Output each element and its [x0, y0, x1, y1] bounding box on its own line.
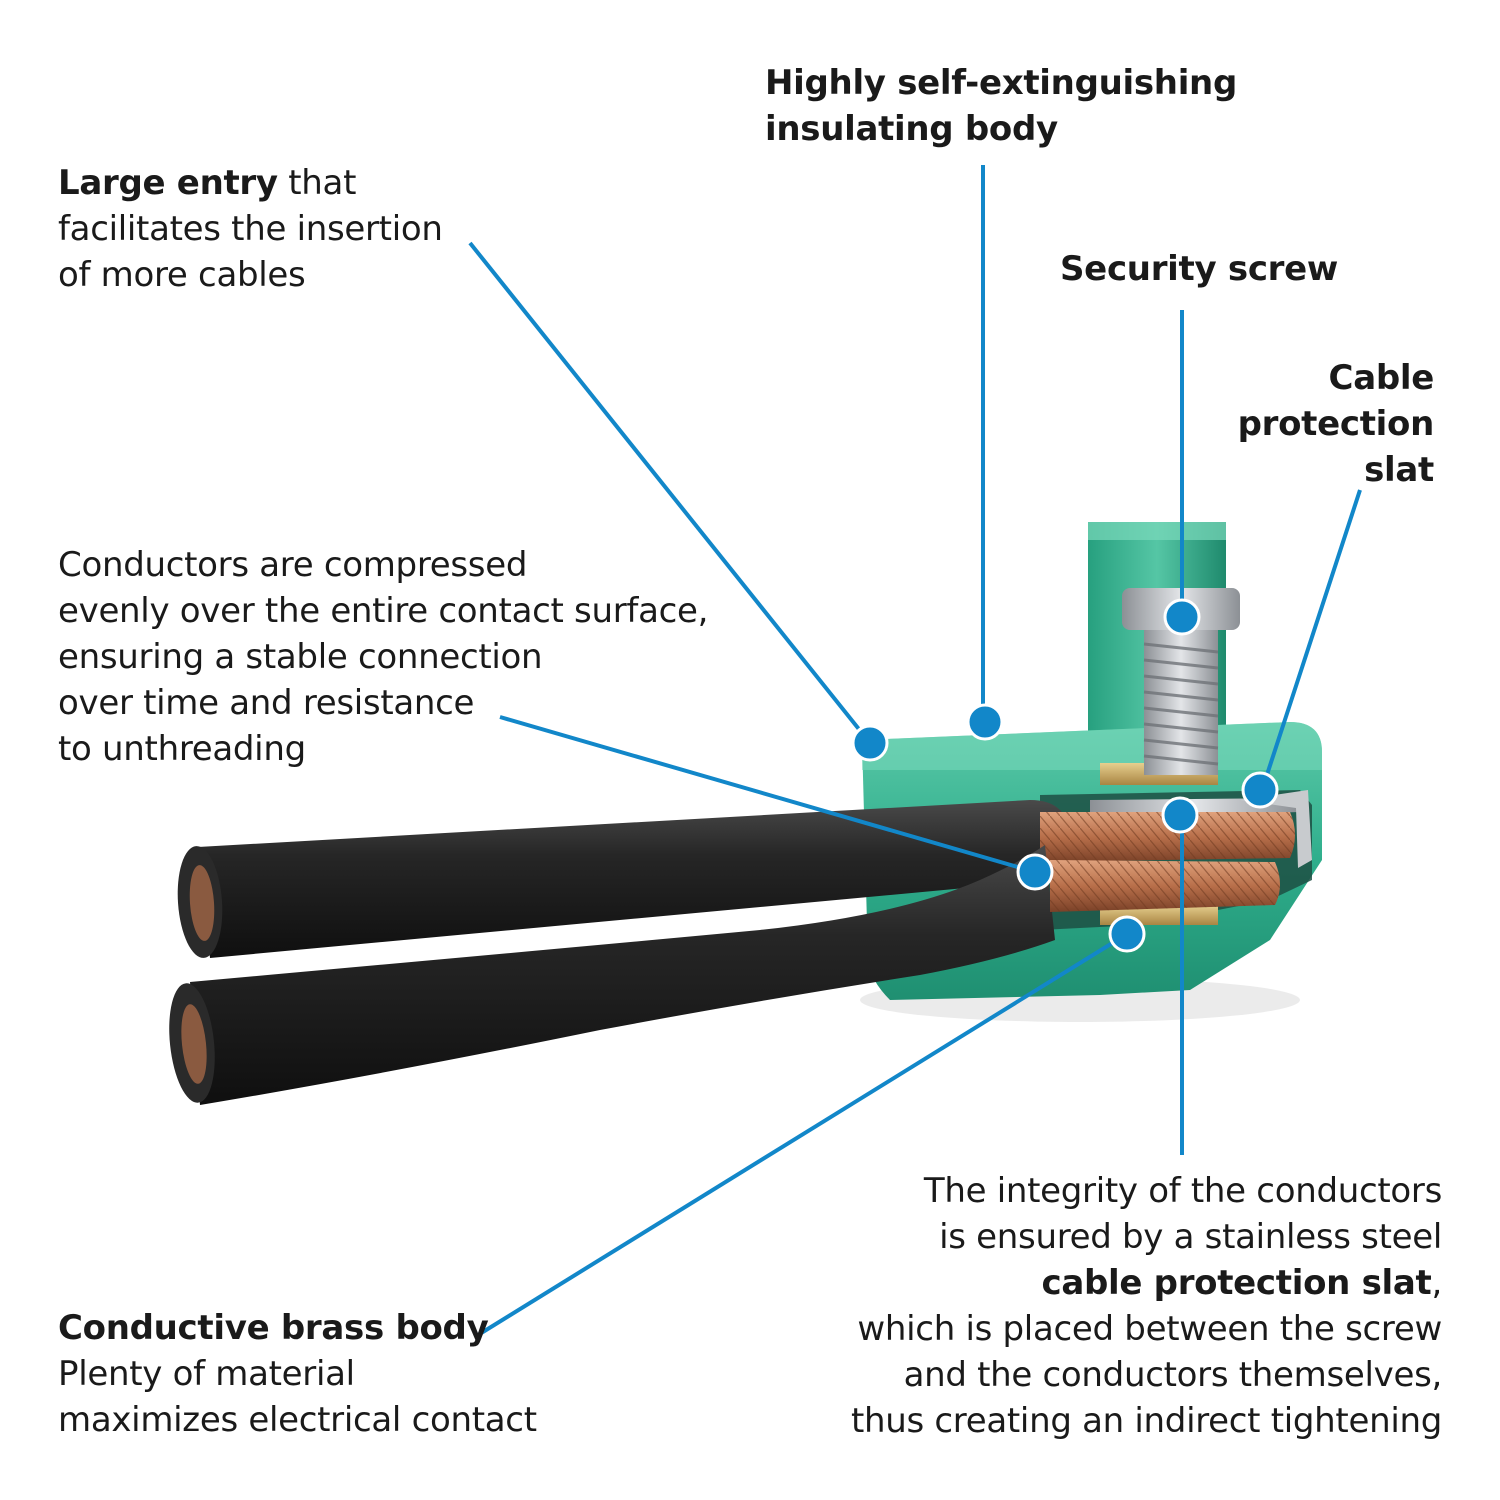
integrity-line5: and the conductors themselves,: [903, 1355, 1443, 1395]
integrity-bold: cable protection slat: [1041, 1263, 1432, 1303]
label-insulating-body: Highly self-extinguishing insulating bod…: [765, 60, 1237, 152]
compressed-line2: evenly over the entire contact surface,: [58, 591, 709, 631]
large-entry-rest: that: [277, 163, 357, 203]
integrity-comma: ,: [1431, 1263, 1442, 1303]
brass-body-title: Conductive brass body: [58, 1308, 489, 1348]
lower-cable: [169, 845, 1280, 1105]
integrity-line1: The integrity of the conductors: [923, 1171, 1442, 1211]
protection-slat-line3: slat: [1364, 450, 1434, 490]
callout-line-protection-slat: [1260, 489, 1362, 791]
brass-body-line3: maximizes electrical contact: [58, 1400, 537, 1440]
callout-marker-security-screw: [1163, 598, 1201, 636]
upper-cable: [177, 800, 1295, 958]
callout-marker-protection-slat: [1241, 771, 1279, 809]
insulating-body-line2: insulating body: [765, 109, 1058, 149]
callout-lines: [468, 165, 1362, 1337]
protection-slat-line1: Cable: [1328, 358, 1435, 398]
label-protection-slat: Cable protection slat: [1237, 355, 1435, 493]
integrity-line4: which is placed between the screw: [857, 1309, 1442, 1349]
compressed-line1: Conductors are compressed: [58, 545, 528, 585]
compressed-line4: over time and resistance: [58, 683, 475, 723]
integrity-line6: thus creating an indirect tightening: [850, 1401, 1442, 1441]
label-brass-body: Conductive brass body Plenty of material…: [58, 1305, 537, 1443]
insulating-body-line1: Highly self-extinguishing: [765, 63, 1238, 103]
large-entry-line2: facilitates the insertion: [58, 209, 443, 249]
security-screw: [1122, 588, 1240, 775]
callout-line-brass-body: [476, 932, 1129, 1337]
protection-slat-bend: [1240, 790, 1312, 868]
callout-marker-compressed: [1016, 853, 1054, 891]
callout-marker-integrity: [1161, 796, 1199, 834]
security-screw-title: Security screw: [1060, 249, 1339, 289]
callout-marker-insulating-body: [966, 703, 1004, 741]
label-compressed: Conductors are compressed evenly over th…: [58, 542, 708, 772]
integrity-line2: is ensured by a stainless steel: [939, 1217, 1442, 1257]
protection-slat-line2: protection: [1237, 404, 1435, 444]
label-integrity: The integrity of the conductors is ensur…: [851, 1168, 1442, 1444]
label-large-entry: Large entry that facilitates the inserti…: [58, 160, 443, 298]
large-entry-bold: Large entry: [58, 163, 278, 203]
callout-marker-brass-body: [1108, 915, 1146, 953]
callout-line-compressed: [499, 715, 1036, 874]
brass-body-line2: Plenty of material: [58, 1354, 355, 1394]
callout-line-large-entry: [468, 241, 872, 745]
large-entry-line3: of more cables: [58, 255, 306, 295]
compressed-line5: to unthreading: [58, 729, 306, 769]
compressed-line3: ensuring a stable connection: [58, 637, 543, 677]
label-security-screw: Security screw: [1060, 246, 1338, 292]
callout-marker-large-entry: [851, 724, 889, 762]
